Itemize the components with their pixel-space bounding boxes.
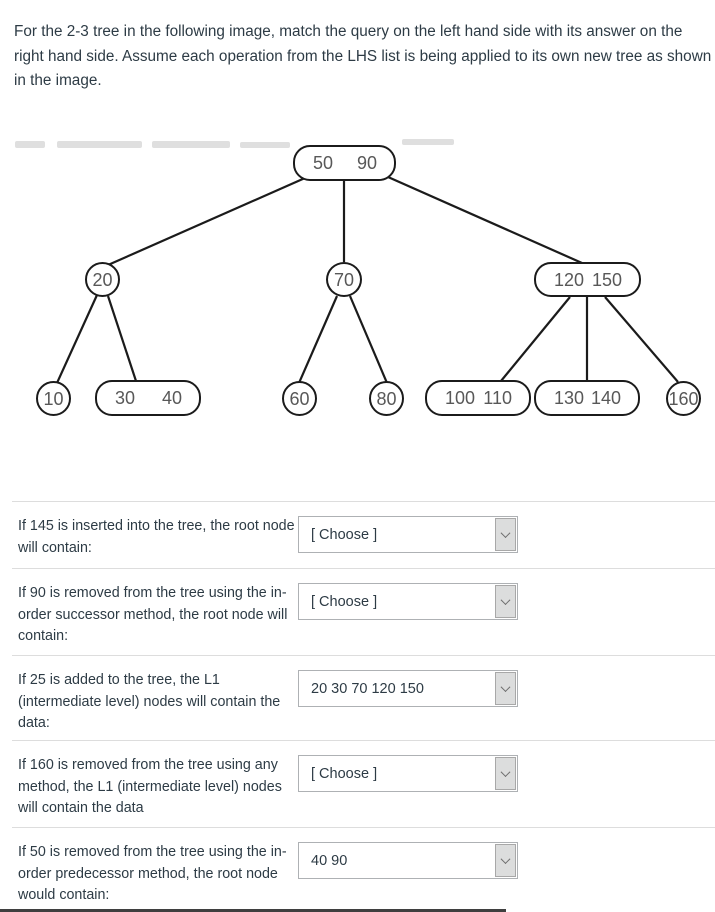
answer-select-value: [ Choose ] [311, 765, 378, 782]
answer-select-value: [ Choose ] [311, 593, 378, 610]
tree-node-50-90: 50 90 [293, 145, 396, 181]
tree-node-10: 10 [36, 381, 71, 416]
answer-select-value: 20 30 70 120 150 [311, 680, 424, 697]
node-key: 130 [554, 388, 585, 408]
node-key: 40 [161, 388, 182, 408]
faded-watermark [402, 139, 454, 145]
tree-edge [55, 294, 99, 384]
tree-edge [500, 296, 571, 382]
tree-edges-svg [55, 175, 679, 384]
tree-edge [106, 295, 138, 382]
chevron-down-icon [495, 518, 516, 551]
answer-select-1[interactable]: [ Choose ] [298, 516, 518, 553]
tree-node-60: 60 [282, 381, 317, 416]
tree-node-80: 80 [369, 381, 404, 416]
answer-select-3[interactable]: 20 30 70 120 150 [298, 670, 518, 707]
tree-edge [107, 176, 306, 267]
answer-select-5[interactable]: 40 90 [298, 842, 518, 879]
tree-node-100-110: 100 110 [425, 380, 531, 416]
node-key: 50 [313, 153, 334, 173]
faded-watermark [152, 141, 230, 148]
question-prompt: If 145 is inserted into the tree, the ro… [18, 518, 295, 556]
matching-row: If 145 is inserted into the tree, the ro… [12, 501, 715, 568]
matching-row: If 90 is removed from the tree using the… [12, 568, 715, 655]
faded-watermark [240, 142, 290, 148]
tree-node-70: 70 [326, 262, 362, 297]
chevron-down-icon [495, 585, 516, 618]
tree-edge [348, 295, 389, 384]
answer-select-value: [ Choose ] [311, 526, 378, 543]
tree-edge [297, 295, 339, 384]
node-key: 20 [92, 269, 113, 290]
tree-node-20: 20 [85, 262, 120, 297]
node-key: 100 [445, 388, 476, 408]
node-key: 70 [333, 269, 355, 290]
answer-select-value: 40 90 [311, 852, 348, 869]
question-prompt: If 90 is removed from the tree using the… [18, 585, 288, 644]
tree-edge [387, 175, 583, 265]
node-key: 120 [554, 269, 585, 290]
question-prompt: If 160 is removed from the tree using an… [18, 757, 282, 816]
question-prompt: If 25 is added to the tree, the L1 (inte… [18, 672, 281, 731]
chevron-down-icon [495, 757, 516, 790]
node-key: 30 [115, 388, 136, 408]
node-key: 160 [668, 388, 699, 409]
node-key: 10 [43, 388, 64, 409]
tree-edge [604, 296, 679, 383]
node-key: 60 [289, 388, 310, 409]
bottom-partial-element [0, 909, 506, 912]
node-key: 140 [590, 388, 621, 408]
chevron-down-icon [495, 844, 516, 877]
node-key: 150 [591, 269, 622, 290]
matching-row: If 50 is removed from the tree using the… [12, 827, 715, 912]
node-key: 110 [483, 388, 512, 408]
question-prompt: If 50 is removed from the tree using the… [18, 844, 287, 903]
faded-watermark [15, 141, 45, 148]
tree-node-30-40: 30 40 [95, 380, 201, 416]
matching-row: If 160 is removed from the tree using an… [12, 740, 715, 827]
tree-node-120-150: 120 150 [534, 262, 641, 297]
answer-select-2[interactable]: [ Choose ] [298, 583, 518, 620]
tree-node-160: 160 [666, 381, 701, 416]
answer-select-4[interactable]: [ Choose ] [298, 755, 518, 792]
node-key: 90 [356, 153, 377, 173]
question-instructions: For the 2-3 tree in the following image,… [14, 23, 712, 89]
chevron-down-icon [495, 672, 516, 705]
matching-row: If 25 is added to the tree, the L1 (inte… [12, 655, 715, 740]
node-key: 80 [376, 388, 397, 409]
faded-watermark [57, 141, 142, 148]
matching-rows: If 145 is inserted into the tree, the ro… [0, 501, 715, 912]
